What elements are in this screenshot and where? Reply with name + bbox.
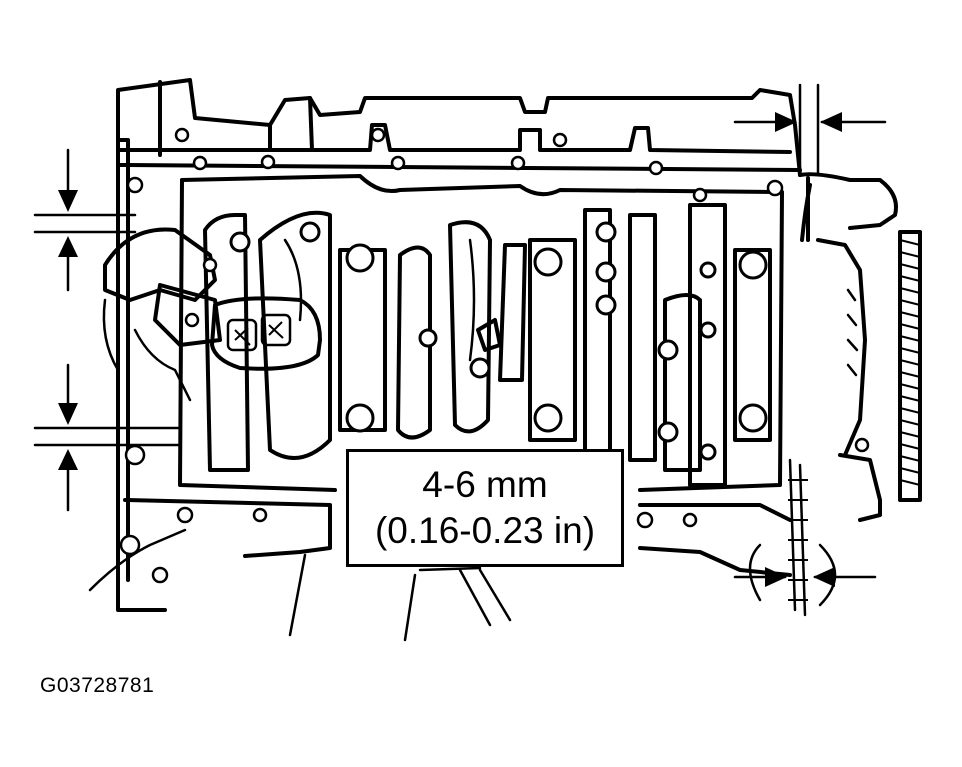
connecting-rods [229, 221, 772, 461]
specification-label: 4-6 mm (0.16-0.23 in) [346, 449, 624, 567]
dimension-left-upper [33, 148, 137, 292]
figure-id: G03728781 [40, 674, 155, 697]
flange-bolt-holes [119, 127, 784, 584]
sensor-connector [102, 227, 322, 402]
spec-metric: 4-6 mm [422, 464, 548, 505]
dimension-top-right [733, 83, 887, 177]
spec-imperial: (0.16-0.23 in) [374, 510, 596, 551]
rear-seal-and-flywheel [748, 172, 922, 617]
cylinder-block-outline [116, 78, 802, 612]
crankshaft [203, 203, 727, 487]
lower-details [88, 528, 512, 642]
dimension-left-lower [33, 363, 182, 512]
dimension-bottom-right [733, 567, 877, 587]
